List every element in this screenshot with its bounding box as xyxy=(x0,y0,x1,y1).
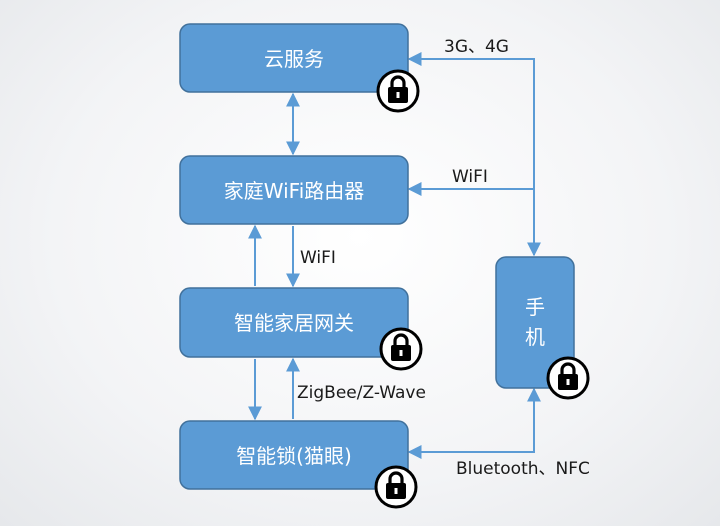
node-cloud: 云服务 xyxy=(179,23,409,93)
edge-label-phone-cloud: 3G、4G xyxy=(444,37,509,57)
padlock-icon xyxy=(546,356,590,400)
node-phone-label-line1: 手 xyxy=(525,295,545,319)
edge-label-phone-router: WiFI xyxy=(452,167,488,187)
node-phone: 手 机 xyxy=(495,256,575,389)
node-lock: 智能锁(猫眼) xyxy=(179,420,409,490)
padlock-icon xyxy=(374,465,418,509)
padlock-icon xyxy=(376,69,420,113)
node-lock-label: 智能锁(猫眼) xyxy=(236,444,352,468)
edge-label-phone-lock: Bluetooth、NFC xyxy=(456,459,590,479)
padlock-icon xyxy=(379,327,423,371)
node-gateway: 智能家居网关 xyxy=(179,287,409,358)
arrow-phone-cloud xyxy=(407,52,541,257)
node-router: 家庭WiFi路由器 xyxy=(179,155,409,225)
node-cloud-label: 云服务 xyxy=(264,47,324,71)
arrow-phone-lock xyxy=(407,387,541,459)
node-phone-label-line2: 机 xyxy=(525,325,545,349)
edge-label-gateway-router: WiFI xyxy=(300,248,336,268)
node-gateway-label: 智能家居网关 xyxy=(234,311,354,335)
connectors xyxy=(248,52,541,459)
node-router-label: 家庭WiFi路由器 xyxy=(224,179,365,203)
edge-label-lock-gateway: ZigBee/Z-Wave xyxy=(297,383,426,403)
